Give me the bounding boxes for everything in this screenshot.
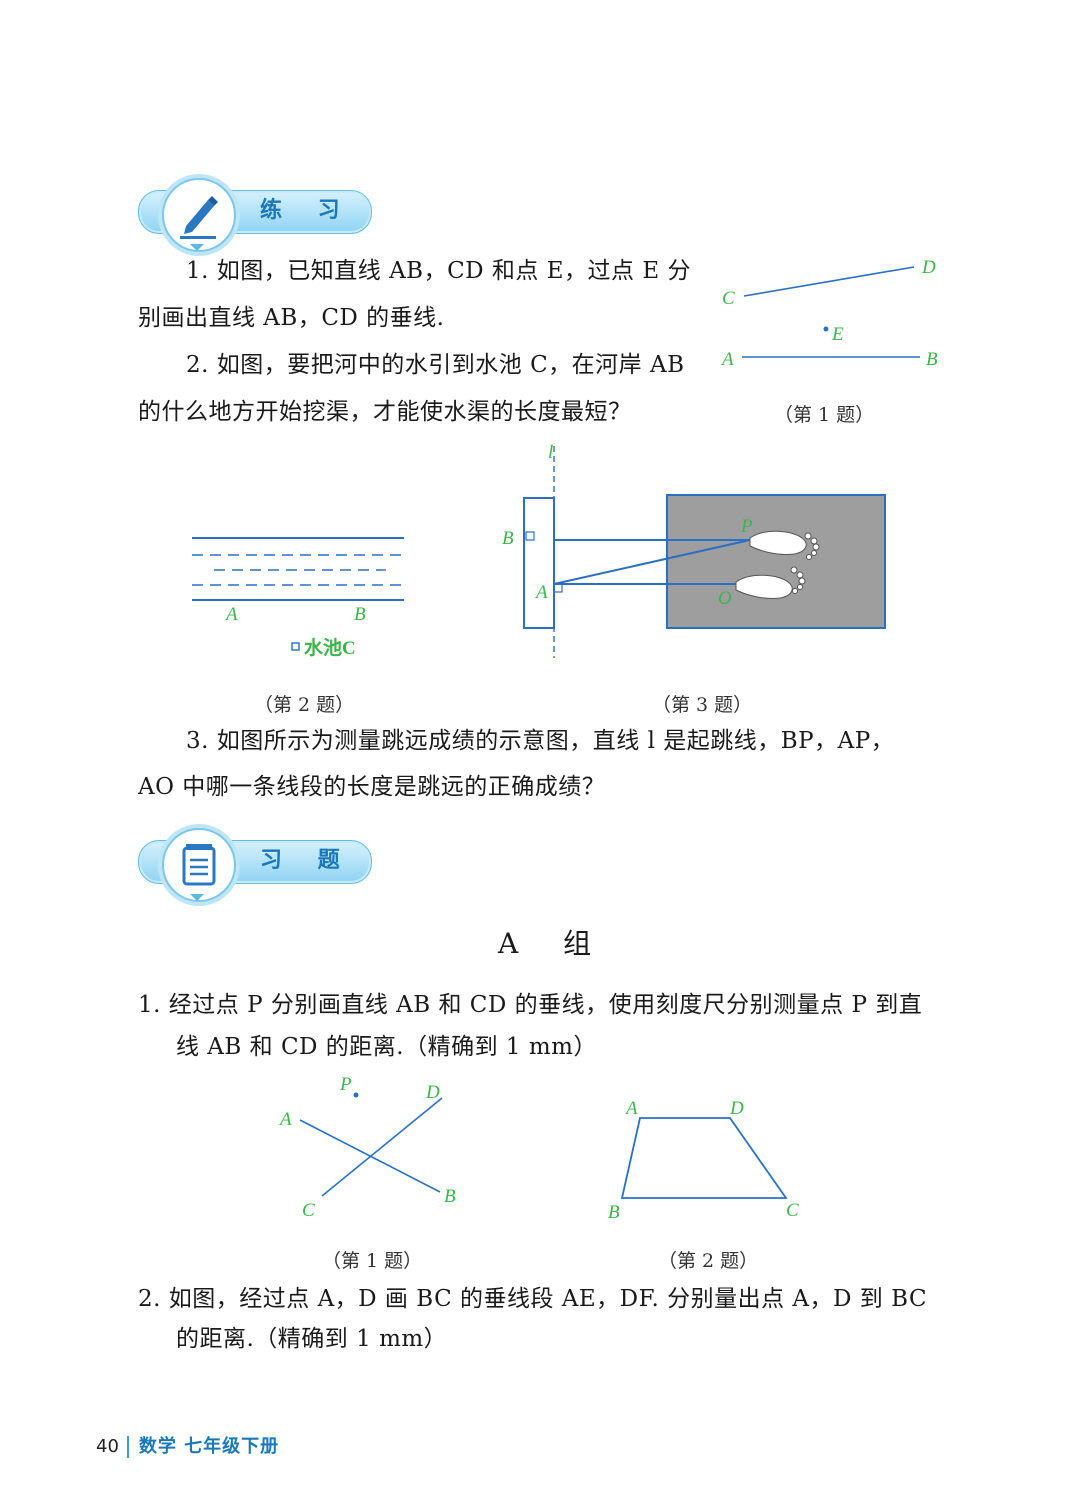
point-p	[353, 1092, 359, 1098]
label-a: A	[278, 1109, 292, 1130]
practice-banner: 练 习	[138, 178, 374, 252]
practice-q3-line2: AO 中哪一条线段的长度是跳远的正确成绩？	[138, 774, 606, 800]
pool-point	[291, 642, 300, 651]
segment-ap	[553, 539, 751, 585]
group-title: A 组	[498, 927, 610, 960]
label-b: B	[354, 604, 366, 625]
practice-figure-2-caption: （第 2 题）	[254, 694, 355, 716]
exercise-q2-line2: 的距离.（精确到 1 mm）	[176, 1326, 448, 1352]
label-b: B	[608, 1202, 620, 1223]
practice-figure-2: A B 水池C	[192, 537, 404, 659]
takeoff-board	[523, 497, 555, 629]
trapezoid-abcd	[620, 1117, 788, 1199]
label-b: B	[502, 528, 514, 549]
label-a: A	[720, 349, 734, 370]
page-number: 40	[96, 1436, 119, 1457]
label-a: A	[534, 582, 548, 603]
label-d: D	[425, 1082, 440, 1103]
label-c: C	[722, 288, 735, 309]
book-title: 数学 七年级下册	[138, 1436, 280, 1457]
exercise-figure-1: P A D C B	[278, 1074, 456, 1221]
pencil-icon	[162, 178, 236, 252]
point-e	[823, 326, 829, 332]
label-a: A	[224, 604, 238, 625]
exercise-figure-2-caption: （第 2 题）	[658, 1250, 759, 1272]
practice-figure-3-caption: （第 3 题）	[652, 694, 753, 716]
label-d: D	[729, 1098, 744, 1119]
label-o: O	[718, 588, 732, 609]
practice-figure-1: C D E A B	[720, 257, 938, 370]
practice-q3-line1: 3. 如图所示为测量跳远成绩的示意图，直线 l 是起跳线，BP，AP，	[186, 728, 895, 754]
exercise-figure-2: A D B C	[608, 1098, 799, 1223]
label-d: D	[921, 257, 936, 278]
practice-figure-3: l B A P O	[502, 442, 886, 658]
label-p: P	[740, 516, 753, 537]
practice-q2-line1: 2. 如图，要把河中的水引到水池 C，在河岸 AB	[186, 352, 685, 378]
label-c: C	[302, 1200, 315, 1221]
exercise-q1-line2: 线 AB 和 CD 的距离.（精确到 1 mm）	[176, 1034, 597, 1060]
sand-pit	[666, 494, 886, 629]
exercise-figure-1-caption: （第 1 题）	[322, 1250, 423, 1272]
line-cd	[743, 266, 915, 297]
label-pool: 水池C	[304, 636, 356, 659]
practice-figure-1-caption: （第 1 题）	[774, 404, 875, 426]
label-p: P	[339, 1074, 352, 1095]
line-cd	[321, 1097, 443, 1197]
label-c: C	[786, 1200, 799, 1221]
label-b: B	[926, 349, 938, 370]
practice-q2-line2: 的什么地方开始挖渠，才能使水渠的长度最短？	[138, 399, 632, 425]
exercise-banner: 习 题	[138, 828, 374, 902]
practice-q1-line2: 别画出直线 AB，CD 的垂线.	[138, 305, 445, 331]
exercise-q2-line1: 2. 如图，经过点 A，D 画 BC 的垂线段 AE，DF. 分别量出点 A，D…	[138, 1286, 928, 1312]
label-e: E	[831, 324, 844, 345]
exercise-banner-label: 习 题	[260, 848, 354, 873]
practice-q1-line1: 1. 如图，已知直线 AB，CD 和点 E，过点 E 分	[186, 258, 691, 284]
practice-banner-label: 练 习	[260, 198, 354, 223]
notepad-icon	[162, 828, 236, 902]
footprint-icon	[735, 530, 820, 599]
label-l: l	[548, 442, 553, 463]
page-footer: 40 数学 七年级下册	[96, 1432, 279, 1458]
label-a: A	[624, 1098, 638, 1119]
label-b: B	[444, 1186, 456, 1207]
exercise-q1-line1: 1. 经过点 P 分别画直线 AB 和 CD 的垂线，使用刻度尺分别测量点 P …	[138, 992, 923, 1018]
